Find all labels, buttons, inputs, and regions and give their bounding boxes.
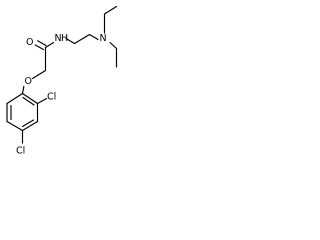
carbonyl-double-bond-b <box>37 40 47 47</box>
ortho-chlorine-label: Cl <box>47 92 56 103</box>
ring-inner-double-2 <box>21 119 35 128</box>
ring-bond-6 <box>6 92 24 105</box>
atom-labels: N H N O O Cl Cl <box>16 33 107 157</box>
ethyl-2-bond-a <box>109 41 118 50</box>
ring-bond-1 <box>21 92 39 105</box>
ch2-to-ether-bond <box>31 69 47 80</box>
amide-bond <box>44 41 55 49</box>
carbonyl-oxygen-label: O <box>26 37 33 48</box>
ethyl-1-bond-b <box>103 5 118 15</box>
ethylene-bond <box>73 33 91 45</box>
ether-to-ring-bond <box>21 85 25 95</box>
ch2-to-amine-bond <box>88 33 99 41</box>
chemical-structure: N H N O O Cl Cl <box>6 5 118 157</box>
bond-lines <box>6 5 118 144</box>
amine-nitrogen-label: N <box>100 33 107 44</box>
ring-inner-double-1 <box>22 96 35 106</box>
amide-nitrogen-label: N <box>55 33 62 44</box>
ortho-cl-bond <box>36 97 48 105</box>
amide-hydrogen-label: H <box>61 33 68 44</box>
carbonyl-double-bond-a <box>34 44 45 51</box>
ether-oxygen-label: O <box>25 76 32 87</box>
ring-bond-3 <box>21 120 39 132</box>
ring-bond-4 <box>6 120 24 132</box>
nh-to-ch2-bond <box>65 37 76 45</box>
para-chlorine-label: Cl <box>16 146 25 157</box>
